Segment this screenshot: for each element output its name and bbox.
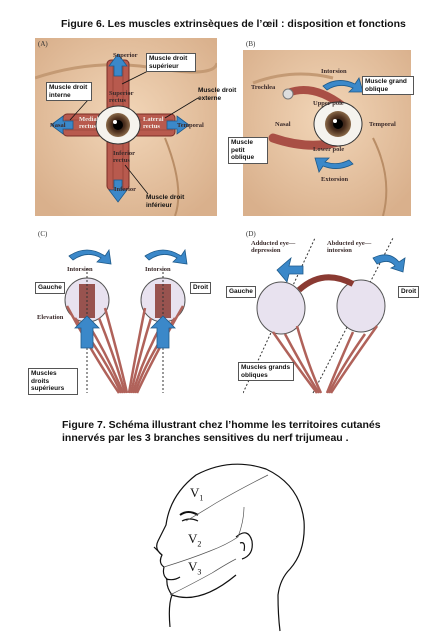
callout-petit-oblique: Muscle petit oblique	[228, 137, 268, 164]
callout-droit-d: Droit	[398, 286, 420, 298]
anatomy-temporal: Temporal	[177, 122, 204, 129]
anatomy-superior-rectus: Superior rectus	[109, 90, 134, 104]
panel-c-label: (C)	[38, 230, 48, 238]
anatomy-extorsion: Extorsion	[321, 176, 349, 183]
anatomy-superior: Superior	[113, 52, 138, 59]
anatomy-temporal-b: Temporal	[369, 121, 396, 128]
branch-v3: V3	[188, 559, 201, 577]
anatomy-elevation: Elevation	[37, 314, 64, 321]
panel-b-label: (B)	[246, 40, 256, 48]
figure-7-title: Figure 7. Schéma illustrant chez l’homme…	[62, 419, 381, 444]
branch-v3-index: 3	[197, 567, 202, 577]
callout-droits-superieurs: Muscles droits supérieurs	[28, 368, 78, 395]
panel-a-label: (A)	[38, 40, 48, 48]
anatomy-medial-rectus: Medial rectus	[79, 116, 99, 130]
anatomy-lower-pole: Lower pole	[313, 146, 345, 153]
branch-v2: V2	[188, 531, 201, 549]
anatomy-inferior: Inferior	[114, 186, 137, 193]
callout-droit-interne: Muscle droit interne	[46, 82, 92, 101]
figure-7-head-drawing: V1 V2 V3	[140, 455, 310, 633]
anatomy-intorsion-right: Intorsion	[145, 266, 171, 273]
anatomy-lateral-rectus: Lateral rectus	[143, 116, 164, 130]
anatomy-intorsion-left: Intorsion	[67, 266, 93, 273]
callout-grands-obliques: Muscles grands obliques	[238, 362, 294, 381]
anatomy-nasal-b: Nasal	[275, 121, 291, 128]
callout-gauche-c: Gauche	[35, 282, 65, 294]
figure-6-title: Figure 6. Les muscles extrinsèques de l’…	[61, 18, 406, 30]
callout-droit-externe: Muscle droit externe	[198, 87, 237, 102]
panel-b: (B) Intorsion Trochlea Upper pole Nasal …	[243, 38, 411, 216]
anatomy-adducted-depression: Adducted eye— depression	[251, 240, 296, 254]
callout-gauche-d: Gauche	[226, 286, 256, 298]
branch-v1-letter: V	[190, 485, 200, 500]
anatomy-intorsion-b: Intorsion	[321, 68, 347, 75]
anatomy-inferior-rectus: Inferior rectus	[113, 150, 135, 164]
callout-droit-c: Droit	[190, 282, 212, 294]
anatomy-nasal: Nasal	[50, 122, 66, 129]
anatomy-abducted-intorsion: Abducted eye— intorsion	[327, 240, 372, 254]
anatomy-upper-pole: Upper pole	[313, 100, 344, 107]
branch-v2-index: 2	[197, 539, 202, 549]
panel-b-illustration	[243, 38, 411, 216]
callout-grand-oblique: Muscle grand oblique	[362, 76, 414, 95]
panel-d-label: (D)	[246, 230, 256, 238]
callout-droit-inferieur: Muscle droit inférieur	[146, 194, 185, 209]
branch-v1: V1	[190, 485, 203, 503]
branch-v3-letter: V	[188, 559, 198, 574]
callout-droit-superieur: Muscle droit supérieur	[146, 53, 196, 72]
anatomy-trochlea: Trochlea	[251, 84, 276, 91]
branch-v1-index: 1	[199, 493, 204, 503]
branch-v2-letter: V	[188, 531, 198, 546]
head-profile-outline	[153, 463, 305, 632]
